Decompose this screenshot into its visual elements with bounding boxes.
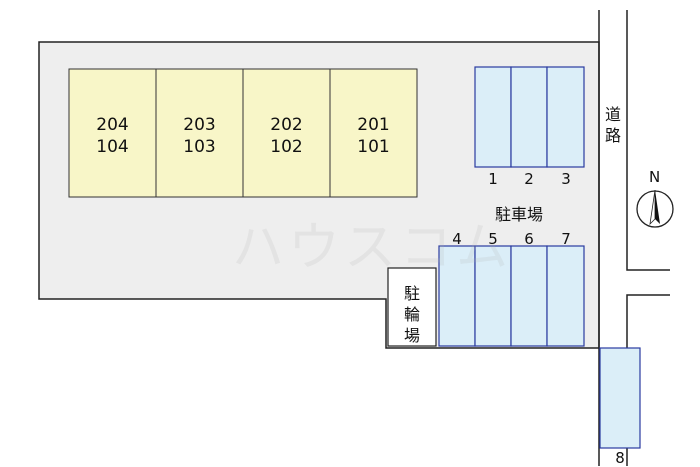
room-number-lower: 104 bbox=[96, 137, 129, 157]
parking-space-3 bbox=[546, 66, 585, 168]
room-number-upper: 203 bbox=[183, 115, 216, 135]
building-unit-204-104 bbox=[68, 68, 157, 198]
parking-number-5: 5 bbox=[488, 230, 498, 248]
parking-space-8 bbox=[599, 347, 641, 449]
parking-number-6: 6 bbox=[524, 230, 534, 248]
room-number-lower: 102 bbox=[270, 137, 303, 157]
building-label-203-103: 203 103 bbox=[156, 114, 243, 158]
bike-parking-label: 駐輪場 bbox=[403, 284, 420, 345]
watermark: ハウスコム bbox=[232, 218, 513, 278]
parking-space-5 bbox=[474, 245, 512, 347]
parking-space-7 bbox=[546, 245, 585, 347]
building-label-202-102: 202 102 bbox=[243, 114, 330, 158]
building-label-204-104: 204 104 bbox=[69, 114, 156, 158]
compass bbox=[636, 189, 674, 228]
compass-north-label: N bbox=[649, 168, 661, 186]
parking-space-1 bbox=[474, 66, 512, 168]
parking-number-3: 3 bbox=[561, 170, 571, 188]
parking-number-8: 8 bbox=[615, 449, 625, 467]
parking-label: 駐車場 bbox=[495, 205, 544, 224]
building-label-201-101: 201 101 bbox=[330, 114, 417, 158]
road-label: 道路 bbox=[604, 105, 621, 145]
building-unit-201-101 bbox=[329, 68, 418, 198]
parking-number-4: 4 bbox=[452, 230, 462, 248]
parking-number-1: 1 bbox=[488, 170, 498, 188]
bike-parking-box bbox=[387, 267, 437, 347]
parking-space-2 bbox=[510, 66, 548, 168]
parking-space-6 bbox=[510, 245, 548, 347]
room-number-upper: 204 bbox=[96, 115, 129, 135]
parking-space-4 bbox=[438, 245, 476, 347]
road-edge-right-upper bbox=[626, 10, 670, 271]
parking-number-7: 7 bbox=[561, 230, 571, 248]
room-number-lower: 101 bbox=[357, 137, 390, 157]
room-number-lower: 103 bbox=[183, 137, 216, 157]
parking-number-2: 2 bbox=[524, 170, 534, 188]
room-number-upper: 202 bbox=[270, 115, 303, 135]
room-number-upper: 201 bbox=[357, 115, 390, 135]
compass-arrow-right-icon bbox=[655, 190, 660, 224]
building-unit-202-102 bbox=[242, 68, 331, 198]
